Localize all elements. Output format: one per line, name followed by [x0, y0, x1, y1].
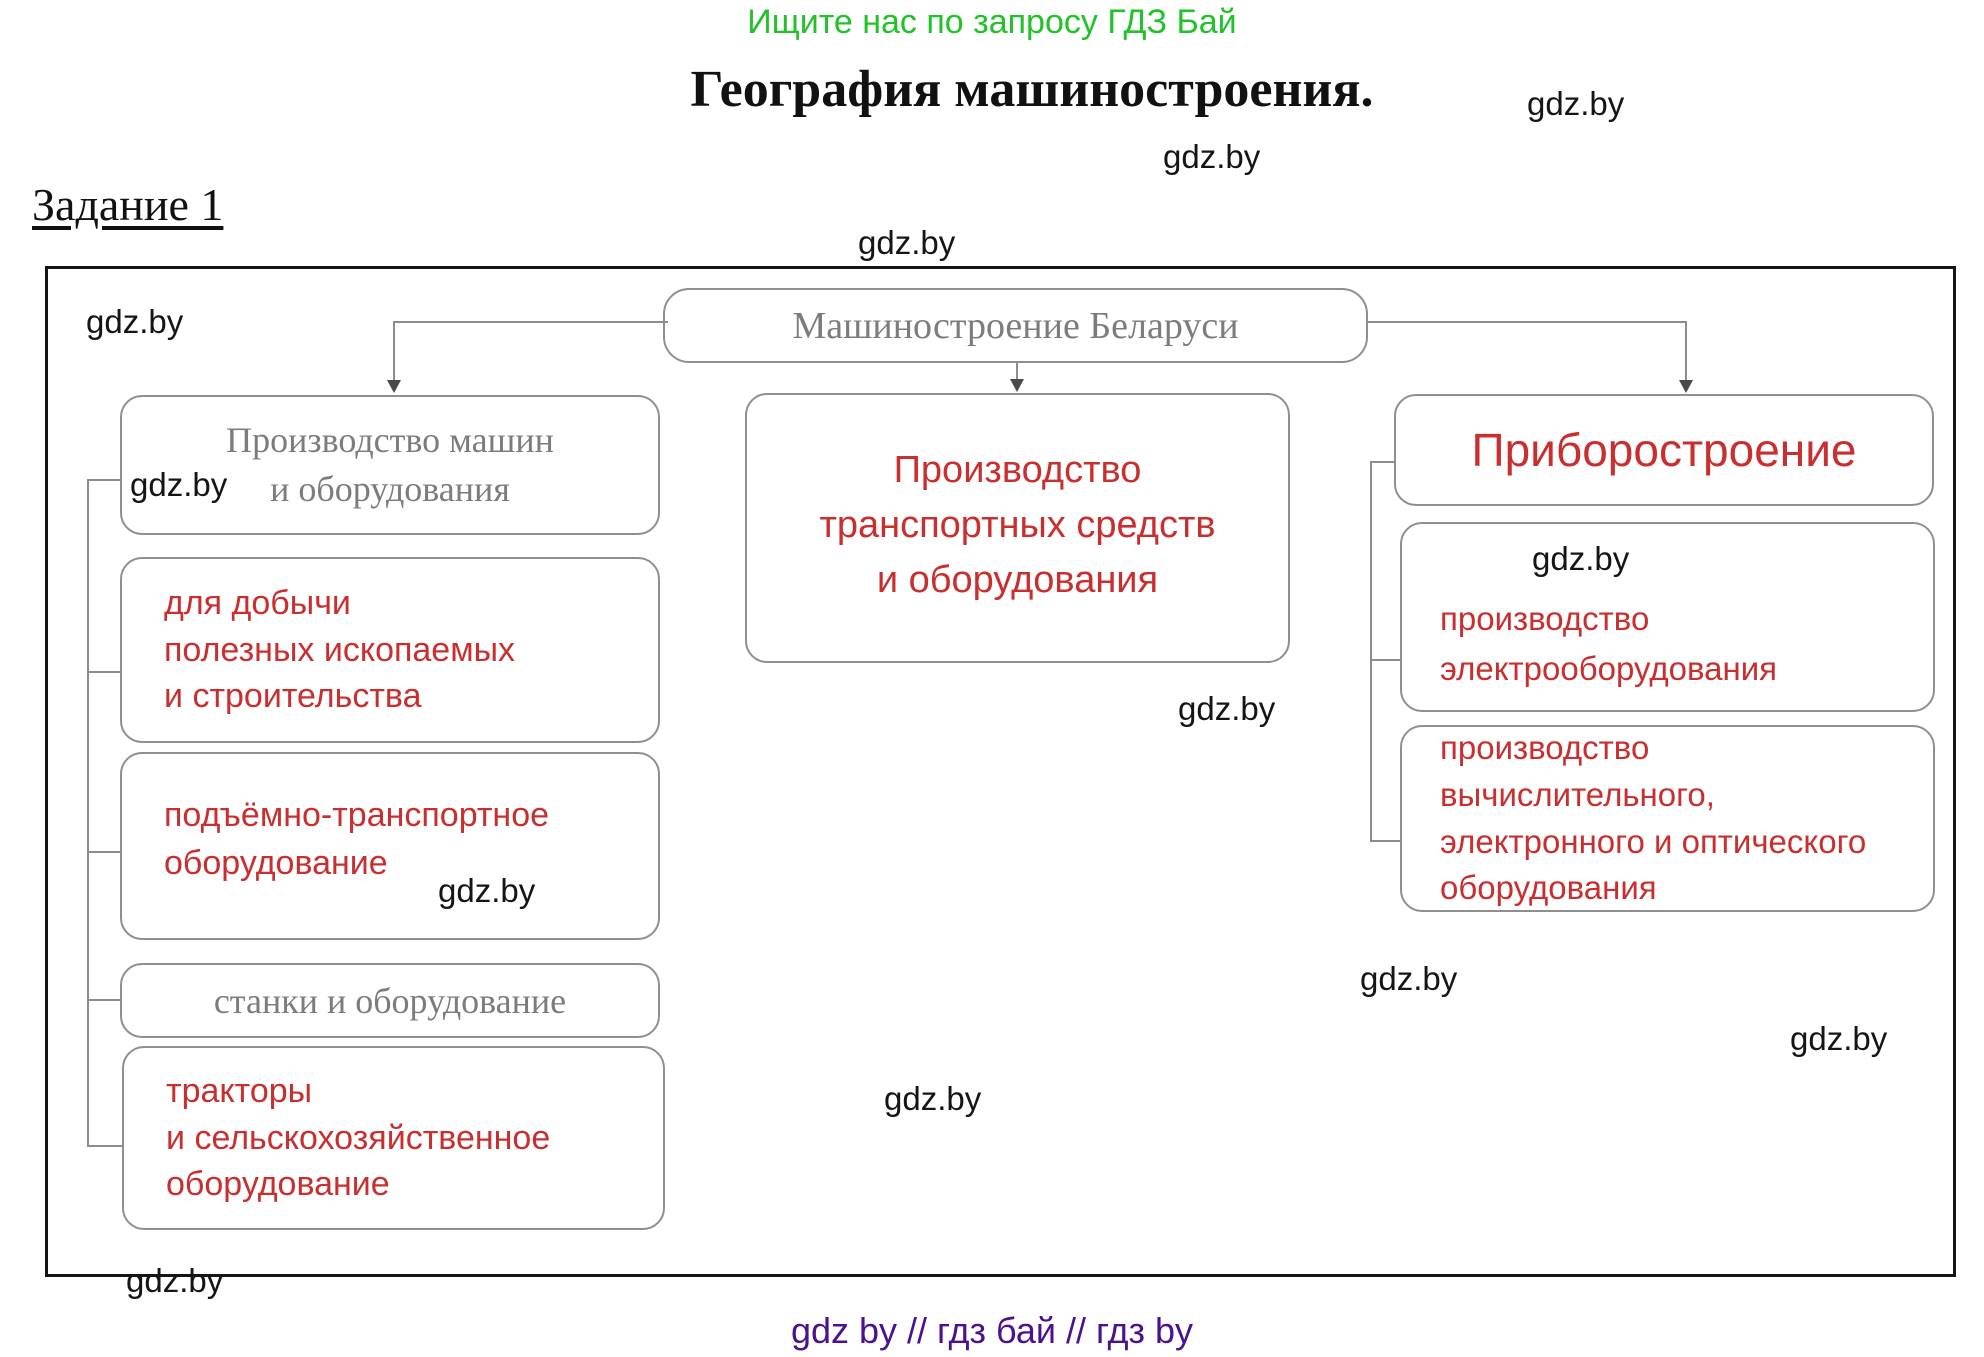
page-title: География машиностроения. — [690, 61, 1374, 118]
node-tractors-agricultural: тракторы и сельскохозяйственное оборудов… — [122, 1046, 665, 1230]
watermark-below-right-column: gdz.by — [1360, 960, 1458, 997]
connector-root-left-horizontal — [394, 321, 668, 323]
node-transport-vehicles-label: Производство транспортных средств и обор… — [819, 449, 1216, 602]
watermark-in-lifting-node: gdz.by — [438, 872, 536, 909]
connector-left-bracket-vertical — [87, 479, 89, 1147]
connector-left-stub-1 — [87, 479, 122, 481]
connector-root-left-vertical — [393, 321, 395, 381]
watermark-frame-top-left: gdz.by — [86, 303, 184, 340]
footer-site-links: gdz by // гдз бай // гдз by — [790, 1310, 1194, 1351]
watermark-in-electrical-node: gdz.by — [1532, 540, 1630, 577]
connector-left-stub-3 — [87, 851, 122, 853]
node-electrical-equipment-label: производство электрооборудования — [1440, 600, 1777, 687]
connector-right-stub-2 — [1370, 659, 1402, 661]
connector-right-stub-3 — [1370, 840, 1402, 842]
node-computing-optical-label: производство вычислительного, электронно… — [1440, 728, 1867, 907]
watermark-over-left-node: gdz.by — [130, 466, 228, 503]
watermark-frame-bottom-left: gdz.by — [126, 1262, 224, 1299]
watermark-title-right: gdz.by — [1527, 85, 1625, 122]
node-root-label: Машиностроение Беларуси — [792, 304, 1239, 347]
node-electrical-equipment: производство электрооборудования — [1400, 522, 1935, 712]
node-machines-equipment: Производство машин и оборудования — [120, 395, 660, 535]
promo-banner: Ищите нас по запросу ГДЗ Бай — [747, 3, 1237, 41]
watermark-under-middle-node: gdz.by — [1178, 690, 1276, 727]
arrowhead-middle-branch — [1010, 379, 1024, 392]
watermark-middle-bottom: gdz.by — [884, 1080, 982, 1117]
node-transport-vehicles: Производство транспортных средств и обор… — [745, 393, 1290, 663]
node-mining-construction-label: для добычи полезных ископаемых и строите… — [164, 583, 516, 716]
watermark-above-diagram: gdz.by — [858, 224, 956, 261]
arrowhead-right-branch — [1679, 380, 1693, 393]
connector-left-stub-5 — [87, 1145, 124, 1147]
connector-root-middle-vertical — [1016, 363, 1018, 380]
node-machine-tools-label: станки и оборудование — [213, 980, 567, 1021]
node-mining-construction: для добычи полезных ископаемых и строите… — [120, 557, 660, 743]
node-machine-tools: станки и оборудование — [120, 963, 660, 1038]
task-heading: Задание 1 — [32, 179, 224, 230]
node-instrument-making-label: Приборостроение — [1471, 424, 1857, 476]
node-lifting-transport-label: подъёмно-транспортное оборудование — [164, 796, 550, 882]
watermark-under-title: gdz.by — [1163, 138, 1261, 175]
arrowhead-left-branch — [387, 380, 401, 393]
connector-left-stub-2 — [87, 671, 122, 673]
node-machines-equipment-label: Производство машин и оборудования — [226, 420, 554, 509]
connector-right-bracket-vertical — [1370, 461, 1372, 842]
node-computing-optical-equipment: производство вычислительного, электронно… — [1400, 725, 1935, 912]
node-tractors-agricultural-label: тракторы и сельскохозяйственное оборудов… — [166, 1071, 551, 1204]
node-instrument-making: Приборостроение — [1394, 394, 1934, 506]
node-lifting-transport-equipment: подъёмно-транспортное оборудование — [120, 752, 660, 940]
connector-left-stub-4 — [87, 999, 122, 1001]
watermark-right-low: gdz.by — [1790, 1020, 1888, 1057]
connector-root-right-vertical — [1685, 321, 1687, 381]
connector-root-right-horizontal — [1368, 321, 1686, 323]
connector-right-stub-1 — [1370, 461, 1396, 463]
node-root-mashinostroenie-belarusi: Машиностроение Беларуси — [663, 288, 1368, 363]
